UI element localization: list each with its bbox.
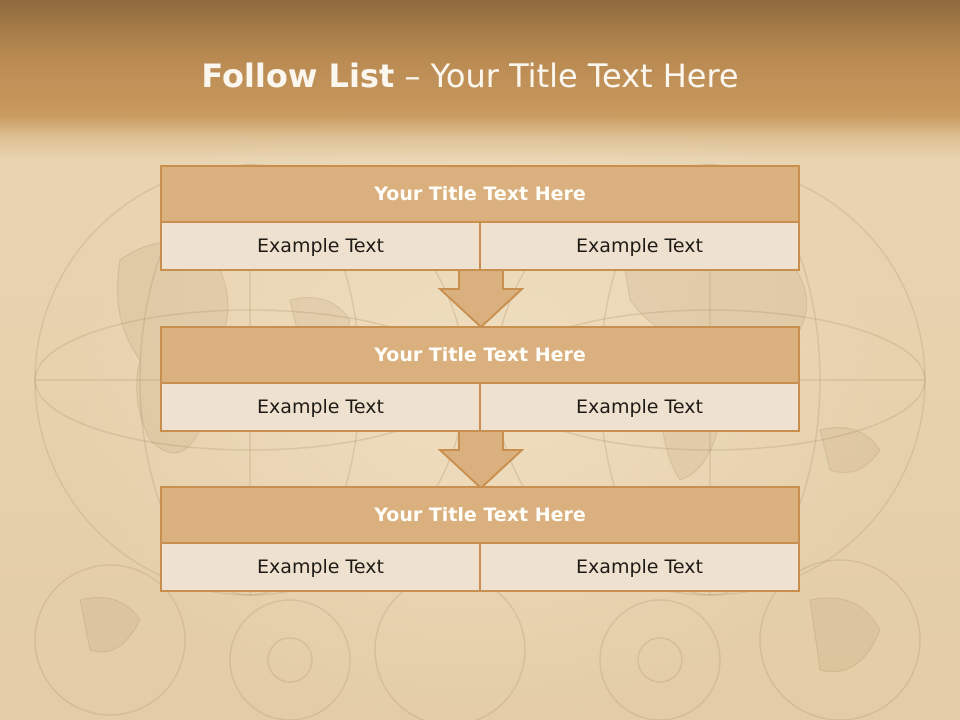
step-1-left-text: Example Text (162, 223, 479, 269)
step-box-1: Your Title Text Here Example Text Exampl… (160, 165, 800, 271)
slide-title: Follow List – Your Title Text Here (0, 52, 940, 100)
slide-title-rest: – Your Title Text Here (394, 57, 739, 95)
header-band (0, 0, 960, 160)
step-1-right-text: Example Text (479, 223, 798, 269)
down-arrow-icon (438, 269, 524, 329)
step-title-1: Your Title Text Here (162, 167, 798, 223)
down-arrow-icon (438, 430, 524, 490)
step-box-3: Your Title Text Here Example Text Exampl… (160, 486, 800, 592)
step-2-left-text: Example Text (162, 384, 479, 430)
step-2-right-text: Example Text (479, 384, 798, 430)
slide-title-bold: Follow List (201, 57, 395, 95)
step-title-3: Your Title Text Here (162, 488, 798, 544)
step-3-left-text: Example Text (162, 544, 479, 590)
step-box-2: Your Title Text Here Example Text Exampl… (160, 326, 800, 432)
step-3-right-text: Example Text (479, 544, 798, 590)
step-title-2: Your Title Text Here (162, 328, 798, 384)
